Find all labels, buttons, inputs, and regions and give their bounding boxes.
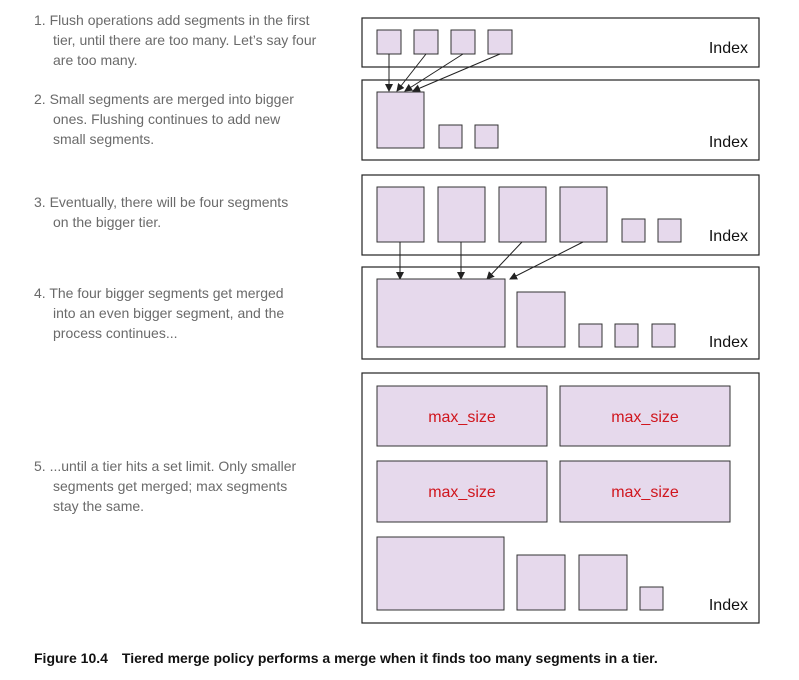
step-5-line-1: 5. ...until a tier hits a set limit. Onl… <box>34 458 297 474</box>
step-2-line-1: 2. Small segments are merged into bigger <box>34 91 294 107</box>
step-3-text: 3. Eventually, there will be four segmen… <box>34 192 349 232</box>
segment <box>578 323 603 348</box>
max-segment <box>559 460 731 523</box>
segment <box>578 554 628 611</box>
figure-caption: Figure 10.4 Tiered merge policy performs … <box>34 650 794 666</box>
panel-5: max_size max_size max_size max_size Inde… <box>361 372 760 624</box>
max-segment <box>376 460 548 523</box>
step-5-line-2: segments get merged; max segments <box>53 478 288 494</box>
step-5-line-3: stay the same. <box>53 498 145 514</box>
segment <box>487 29 513 55</box>
segment <box>498 186 547 243</box>
segment <box>438 124 463 149</box>
merge-arrow <box>396 53 427 92</box>
max-segment <box>376 385 548 447</box>
step-4-line-3: process continues... <box>53 325 178 341</box>
panel-3: Index <box>361 174 760 256</box>
step-1-line-3: are too many. <box>53 52 138 68</box>
segment <box>376 186 425 243</box>
segment <box>437 186 486 243</box>
segment <box>474 124 499 149</box>
segment <box>651 323 676 348</box>
step-4-text: 4. The four bigger segments get merged i… <box>34 283 349 343</box>
step-1-line-1: 1. Flush operations add segments in the … <box>34 12 310 28</box>
segment <box>657 218 682 243</box>
segment <box>516 291 566 348</box>
merge-arrows-1 <box>385 53 501 92</box>
index-label: Index <box>709 134 748 151</box>
panel-2: Index <box>361 79 760 161</box>
merge-arrow <box>486 241 523 280</box>
merge-arrows-2 <box>396 241 584 280</box>
index-label: Index <box>709 40 748 57</box>
index-panel-2 <box>361 79 760 161</box>
panel-1: Index <box>361 17 760 68</box>
segment <box>450 29 476 55</box>
index-label: Index <box>709 334 748 351</box>
step-3-line-2: on the bigger tier. <box>53 214 162 230</box>
step-4-line-2: into an even bigger segment, and the <box>53 305 285 321</box>
segment <box>376 278 506 348</box>
segment <box>376 536 505 611</box>
step-4-line-1: 4. The four bigger segments get merged <box>34 285 284 301</box>
step-2-text: 2. Small segments are merged into bigger… <box>34 89 349 149</box>
max-size-label: max_size <box>428 409 496 426</box>
max-size-label: max_size <box>428 484 496 501</box>
segment <box>516 554 566 611</box>
step-2-line-2: ones. Flushing continues to add new <box>53 111 281 127</box>
segment <box>614 323 639 348</box>
figure-number: Figure 10.4 <box>34 650 108 666</box>
step-2-line-3: small segments. <box>53 131 155 147</box>
segment <box>376 29 402 55</box>
segment <box>621 218 646 243</box>
index-panel-5 <box>361 372 760 624</box>
step-1-text: 1. Flush operations add segments in the … <box>34 10 349 70</box>
segment <box>639 586 664 611</box>
merge-arrow <box>412 53 501 92</box>
step-1-line-2: tier, until there are too many. Let’s sa… <box>53 32 317 48</box>
max-size-label: max_size <box>611 484 679 501</box>
segment <box>376 91 425 149</box>
index-label: Index <box>709 228 748 245</box>
segment <box>413 29 439 55</box>
step-3-line-1: 3. Eventually, there will be four segmen… <box>34 194 289 210</box>
merge-arrow <box>509 241 584 280</box>
max-segment <box>559 385 731 447</box>
max-size-label: max_size <box>611 409 679 426</box>
panel-4: Index <box>361 266 760 360</box>
step-5-text: 5. ...until a tier hits a set limit. Onl… <box>34 456 349 516</box>
figure-caption-text: Tiered merge policy performs a merge whe… <box>121 650 658 666</box>
index-label: Index <box>709 597 748 614</box>
index-panel-4 <box>361 266 760 360</box>
segment <box>559 186 608 243</box>
